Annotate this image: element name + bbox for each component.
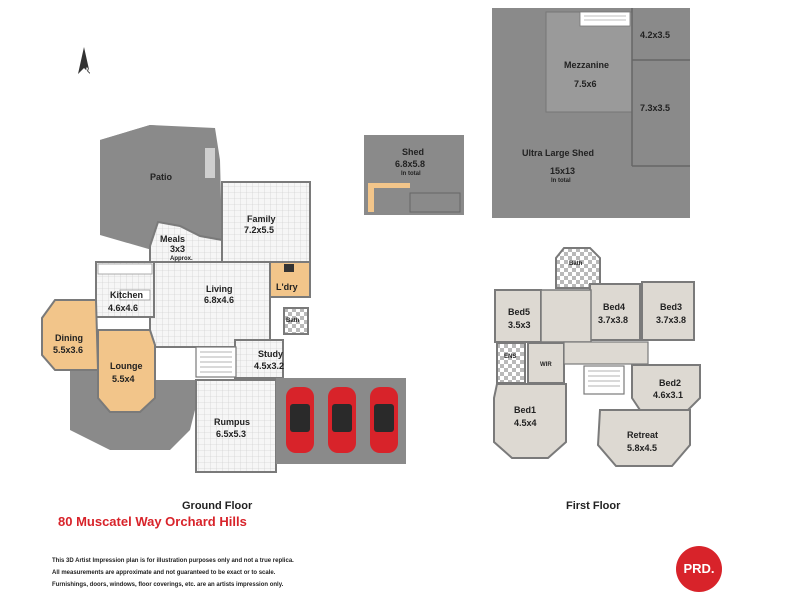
ultra-shed-label: Ultra Large Shed	[522, 148, 594, 158]
lounge-room	[97, 329, 156, 413]
patio-label: Patio	[150, 172, 173, 182]
bed4-room	[589, 283, 641, 341]
ultra-large-shed	[492, 8, 690, 218]
shed	[364, 135, 464, 215]
retreat-dim: 5.8x4.5	[627, 443, 657, 453]
bed3-dim: 3.7x3.8	[656, 315, 686, 325]
meals-dim: 3x3	[170, 244, 185, 254]
disclaimer-line: This 3D Artist Impression plan is for il…	[52, 558, 294, 564]
ground-floor-label: Ground Floor	[182, 500, 253, 512]
lounge-label: Lounge	[110, 361, 143, 371]
hallway	[540, 289, 592, 343]
compass-icon: N	[78, 47, 90, 74]
stairs-first	[583, 365, 625, 395]
lounge-dim: 5.5x4	[112, 374, 135, 384]
ultra-shed-note: In total	[551, 178, 571, 184]
rumpus-dim: 6.5x5.3	[216, 429, 246, 439]
bay-top-dim: 4.2x3.5	[640, 30, 670, 40]
car-3-icon	[370, 387, 398, 453]
bed1-room	[493, 383, 567, 459]
kitchen-dim: 4.6x4.6	[108, 303, 138, 313]
ground-floor	[41, 125, 406, 473]
bed5-dim: 3.5x3	[508, 320, 531, 330]
meals-label: Meals	[160, 234, 185, 244]
bed3-label: Bed3	[660, 302, 682, 312]
living-dim: 6.8x4.6	[204, 295, 234, 305]
rumpus-label: Rumpus	[214, 417, 250, 427]
prd-logo-text: PRD.	[683, 561, 715, 576]
bath-first-room	[555, 247, 601, 289]
study-room	[234, 339, 284, 379]
study-dim: 4.5x3.2	[254, 361, 284, 371]
compass-label: N	[86, 68, 90, 74]
bed1-label: Bed1	[514, 405, 536, 415]
study-label: Study	[258, 349, 283, 359]
ens-room	[496, 342, 526, 384]
ultra-shed-dim: 15x13	[550, 166, 575, 176]
mezzanine-label: Mezzanine	[564, 60, 609, 70]
car-2-icon	[328, 387, 356, 453]
bed4-label: Bed4	[603, 302, 625, 312]
bed4-dim: 3.7x3.8	[598, 315, 628, 325]
family-dim: 7.2x5.5	[244, 225, 274, 235]
dining-room	[41, 299, 100, 371]
bath-first-label: Bath	[569, 261, 583, 267]
wir-label: WIR	[540, 362, 552, 368]
dining-label: Dining	[55, 333, 83, 343]
retreat-label: Retreat	[627, 430, 658, 440]
shed-dim: 6.8x5.8	[395, 159, 425, 169]
bath-ground-label: Bath	[286, 318, 300, 324]
disclaimer-line: Furnishings, doors, windows, floor cover…	[52, 582, 284, 588]
bed2-label: Bed2	[659, 378, 681, 388]
bed3-room	[641, 281, 695, 341]
family-room	[221, 181, 311, 265]
bay-mid-dim: 7.3x3.5	[640, 103, 670, 113]
disclaimer-line: All measurements are approximate and not…	[52, 570, 276, 576]
ens-label: ENS	[504, 354, 516, 360]
living-label: Living	[206, 284, 233, 294]
bath-ground-room	[283, 307, 309, 335]
retreat-room	[596, 409, 691, 467]
first-floor	[493, 247, 701, 467]
disclaimer: This 3D Artist Impression plan is for il…	[52, 555, 294, 591]
meals-note: Approx.	[170, 256, 193, 262]
fireplace	[205, 148, 215, 178]
first-floor-label: First Floor	[566, 500, 621, 512]
kitchen-label: Kitchen	[110, 290, 143, 300]
shed-note: In total	[401, 171, 421, 177]
prd-logo: PRD.	[676, 546, 722, 592]
laundry-label: L'dry	[276, 282, 298, 292]
living-room	[149, 261, 271, 348]
car-1-icon	[286, 387, 314, 453]
property-address: 80 Muscatel Way Orchard Hills	[58, 514, 247, 529]
landing	[563, 341, 649, 365]
bed5-label: Bed5	[508, 307, 530, 317]
family-label: Family	[247, 214, 276, 224]
bed1-dim: 4.5x4	[514, 418, 537, 428]
bed2-dim: 4.6x3.1	[653, 390, 683, 400]
mezzanine-dim: 7.5x6	[574, 79, 597, 89]
dining-dim: 5.5x3.6	[53, 345, 83, 355]
shed-label: Shed	[402, 147, 424, 157]
